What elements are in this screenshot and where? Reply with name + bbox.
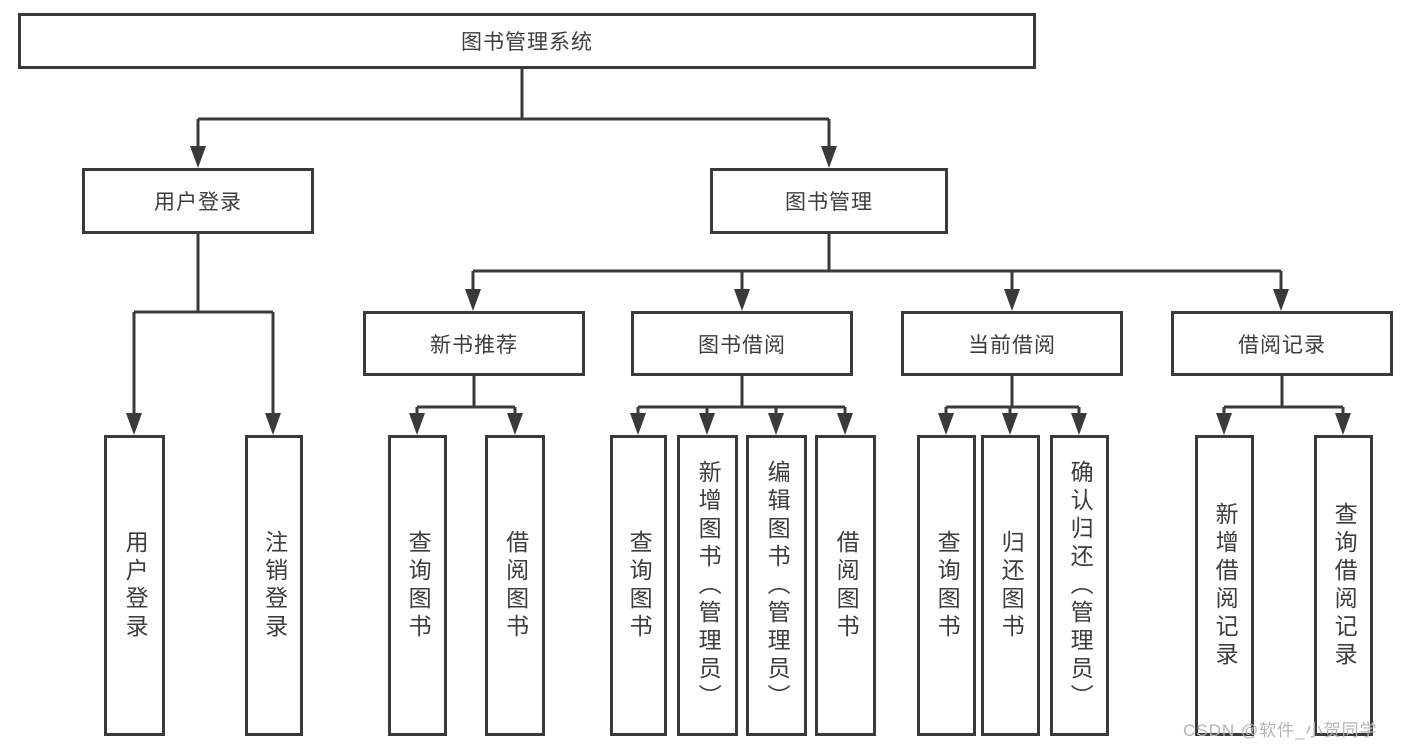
node-borrowing-records: 借阅记录 <box>1171 311 1393 376</box>
leaf-label: 查询图书 <box>934 529 961 642</box>
node-library-management-system: 图书管理系统 <box>18 13 1036 69</box>
connector-current-borrowing-to-leaves <box>944 376 1081 418</box>
leaf-label: 确认归还（管理员） <box>1067 459 1094 712</box>
leaf-label: 新增借阅记录 <box>1212 501 1239 670</box>
leaf-label: 查询图书 <box>626 529 653 642</box>
arrowhead-icon <box>1273 289 1289 311</box>
arrowhead-icon <box>734 289 750 311</box>
leaf-label: 新增图书（管理员） <box>695 459 722 712</box>
node-user-login: 用户登录 <box>82 168 314 234</box>
leaf-label: 查询图书 <box>405 529 432 642</box>
arrowhead-icon <box>409 413 425 435</box>
connector-borrow-records-to-leaves <box>1222 376 1345 418</box>
connector-book-management-to-level2 <box>471 234 1283 293</box>
arrowhead-icon <box>507 413 523 435</box>
leaf-query-books-1: 查询图书 <box>388 435 447 736</box>
leaf-edit-book-admin: 编辑图书（管理员） <box>746 435 807 736</box>
connector-root-to-level1 <box>196 69 831 150</box>
leaf-label: 查询借阅记录 <box>1331 501 1358 670</box>
arrowhead-icon <box>265 413 281 435</box>
leaf-label: 借阅图书 <box>833 529 860 642</box>
arrowhead-icon <box>837 413 853 435</box>
arrowhead-icon <box>630 413 646 435</box>
arrowhead-icon <box>190 146 206 168</box>
leaf-borrow-books-1: 借阅图书 <box>485 435 545 736</box>
node-book-borrowing: 图书借阅 <box>631 311 853 376</box>
node-new-book-recommendation: 新书推荐 <box>363 311 585 376</box>
arrowhead-icon <box>938 413 954 435</box>
connector-new-book-to-leaves <box>415 376 517 418</box>
leaf-label: 编辑图书（管理员） <box>764 459 791 712</box>
arrowhead-icon <box>465 289 481 311</box>
leaf-label: 归还图书 <box>998 529 1025 642</box>
connector-user-login-to-leaves <box>132 234 275 418</box>
leaf-add-book-admin: 新增图书（管理员） <box>677 435 738 736</box>
leaf-query-borrow-record: 查询借阅记录 <box>1314 435 1373 736</box>
leaf-borrow-books-2: 借阅图书 <box>815 435 876 736</box>
leaf-return-books: 归还图书 <box>981 435 1040 736</box>
arrowhead-icon <box>1004 289 1020 311</box>
leaf-label: 借阅图书 <box>502 529 529 642</box>
arrowhead-icon <box>1335 413 1351 435</box>
leaf-add-borrow-record: 新增借阅记录 <box>1195 435 1254 736</box>
leaf-query-books-2: 查询图书 <box>610 435 667 736</box>
leaf-confirm-return-admin: 确认归还（管理员） <box>1050 435 1109 736</box>
leaf-label: 注销登录 <box>261 529 288 642</box>
arrowhead-icon <box>821 146 837 168</box>
arrowhead-icon <box>699 413 715 435</box>
leaf-query-books-3: 查询图书 <box>917 435 976 736</box>
arrowhead-icon <box>126 413 142 435</box>
arrowhead-icon <box>768 413 784 435</box>
leaf-label: 用户登录 <box>122 529 149 642</box>
watermark-text: CSDN @软件_小贺同学 <box>1183 721 1378 740</box>
leaf-logout: 注销登录 <box>245 435 303 736</box>
arrowhead-icon <box>1071 413 1087 435</box>
node-current-borrowing: 当前借阅 <box>901 311 1123 376</box>
node-book-management: 图书管理 <box>710 168 948 234</box>
arrowhead-icon <box>1002 413 1018 435</box>
arrowhead-icon <box>1216 413 1232 435</box>
connector-book-borrowing-to-leaves <box>636 376 847 418</box>
leaf-user-login: 用户登录 <box>104 435 165 736</box>
arrowheads <box>126 146 1351 435</box>
